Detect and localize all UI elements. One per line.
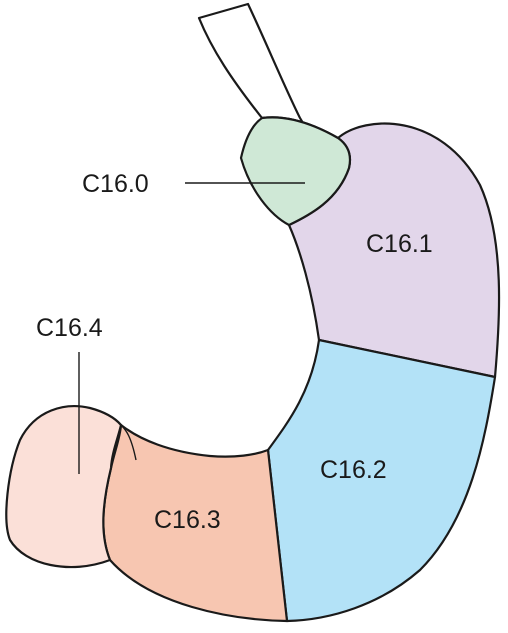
pyloric-sphincter-line	[120, 424, 137, 461]
label-c16-1: C16.1	[366, 230, 433, 258]
body-region-c16-2	[266, 338, 497, 623]
label-c16-4: C16.4	[36, 314, 103, 342]
label-c16-0: C16.0	[82, 170, 149, 198]
pylorus-region-c16-4	[5, 405, 123, 569]
label-c16-3: C16.3	[154, 506, 221, 534]
label-c16-2: C16.2	[320, 456, 387, 484]
cardia-region-c16-0	[239, 116, 352, 227]
